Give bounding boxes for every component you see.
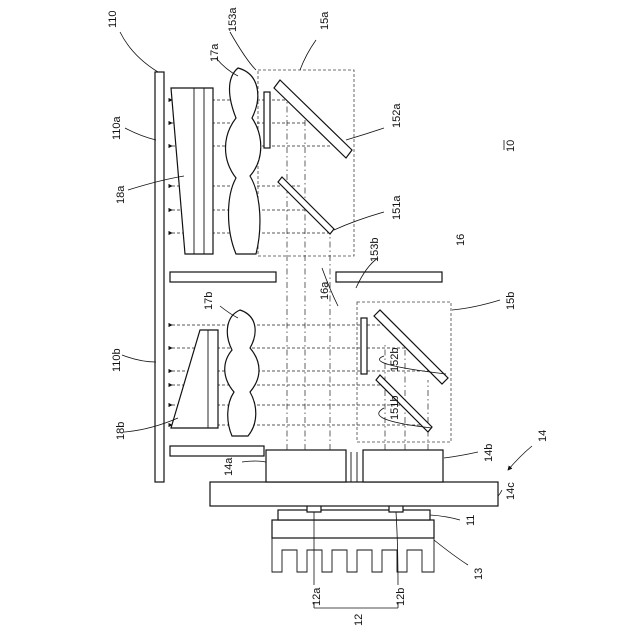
plate-left-16	[170, 272, 276, 282]
label-10: 10	[505, 140, 517, 152]
prism-18b	[171, 330, 218, 428]
label-14b: 14b	[483, 444, 495, 462]
plate-right-16	[336, 272, 442, 282]
label-13: 13	[473, 568, 485, 580]
substrate-11	[278, 510, 430, 520]
label-14c: 14c	[505, 482, 517, 500]
label-110: 110	[107, 10, 119, 28]
label-12a: 12a	[311, 587, 323, 606]
lens-17a	[226, 68, 261, 254]
arrow-14	[508, 446, 532, 470]
label-15b: 15b	[505, 292, 517, 310]
label-16a: 16a	[319, 281, 331, 300]
label-11: 11	[465, 515, 477, 526]
label-18a: 18a	[115, 185, 127, 204]
component-14b	[363, 450, 443, 482]
mirror-151b	[376, 375, 432, 432]
screen-110	[155, 72, 164, 482]
label-14: 14	[537, 430, 549, 442]
label-152b: 152b	[389, 348, 401, 372]
component-14a	[266, 450, 346, 482]
base-plate-14c	[210, 482, 498, 506]
label-151b: 151b	[389, 396, 401, 420]
label-110b: 110b	[111, 348, 123, 372]
label-14a: 14a	[223, 457, 235, 476]
label-17b: 17b	[203, 292, 215, 310]
prism-18a	[171, 88, 213, 254]
lens-17b	[225, 310, 259, 436]
label-17a: 17a	[209, 43, 221, 62]
mirror-151a	[278, 177, 334, 234]
label-12: 12	[353, 614, 365, 626]
plate-153b	[361, 318, 367, 374]
label-18b: 18b	[115, 422, 127, 440]
label-153b: 153b	[369, 238, 381, 262]
label-151a: 151a	[391, 195, 403, 220]
plate-bottom-left	[170, 446, 264, 456]
label-110a: 110a	[111, 115, 123, 140]
label-16: 16	[455, 234, 467, 246]
label-153a: 153a	[227, 7, 239, 32]
label-15a: 15a	[319, 11, 331, 30]
heat-sink-13	[272, 520, 434, 572]
label-12b: 12b	[395, 588, 407, 606]
plate-153a	[264, 92, 270, 148]
label-152a: 152a	[391, 103, 403, 128]
optical-unit-15a-box	[258, 70, 354, 256]
